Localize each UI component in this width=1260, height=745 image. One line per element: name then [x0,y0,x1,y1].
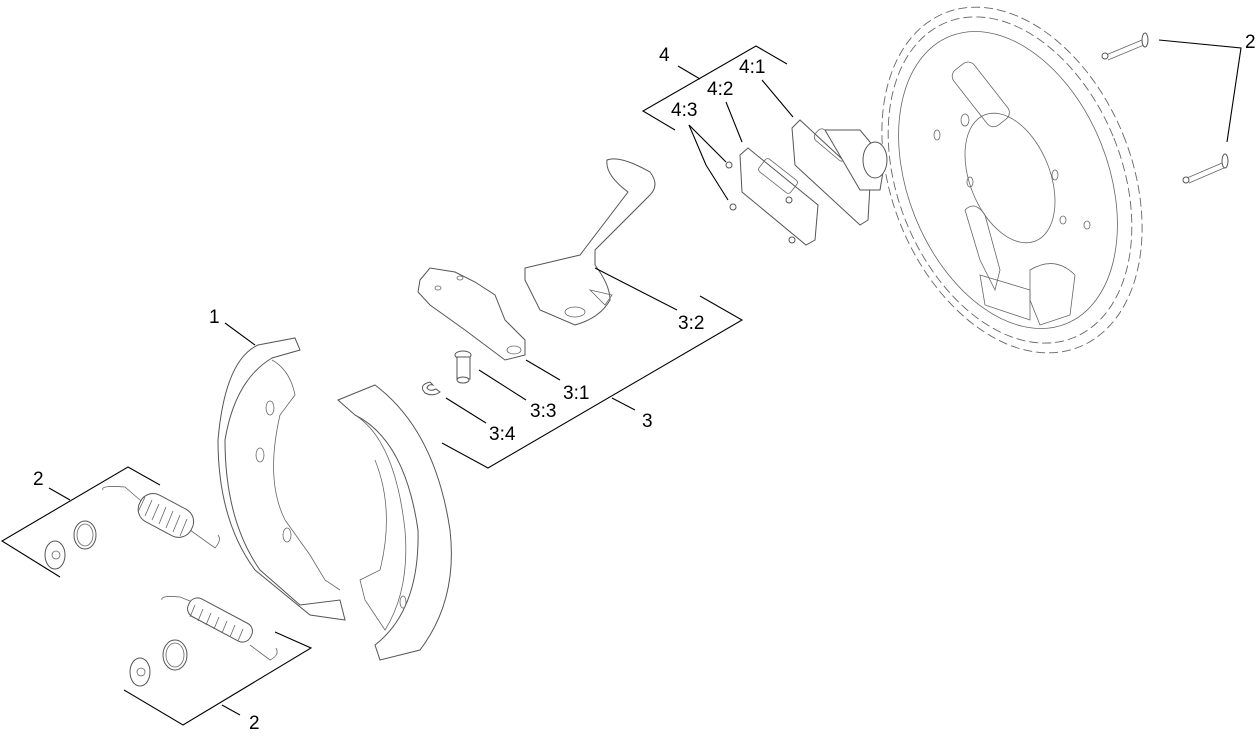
e-clip [421,381,441,396]
mounting-bolts [1101,32,1229,184]
callout-2-bolts: 2 [1245,32,1256,53]
hold-down-spring-set-lower [129,596,278,687]
brake-shoe-right [337,384,452,661]
cover-kit [725,119,888,246]
callout-3-2: 3:2 [678,313,705,334]
clevis-pin [454,350,472,384]
callout-4-3: 4:3 [671,100,698,121]
hold-down-spring-set-upper [44,486,220,570]
callout-4: 4 [659,45,670,66]
callout-2-lower-springs: 2 [249,713,260,734]
callout-3-4: 3:4 [489,424,516,445]
leader-lines [0,39,1242,726]
callout-3-1: 3:1 [563,383,590,404]
callout-2-upper-springs: 2 [33,469,44,490]
callout-1: 1 [209,307,220,328]
callout-4-1: 4:1 [739,57,766,78]
actuating-lever [524,158,656,326]
backing-plate [881,6,1143,354]
brake-shoe-left [217,337,346,621]
lever-plate [417,267,526,361]
callout-3: 3 [642,411,653,432]
callout-3-3: 3:3 [530,401,557,422]
callout-4-2: 4:2 [707,79,734,100]
